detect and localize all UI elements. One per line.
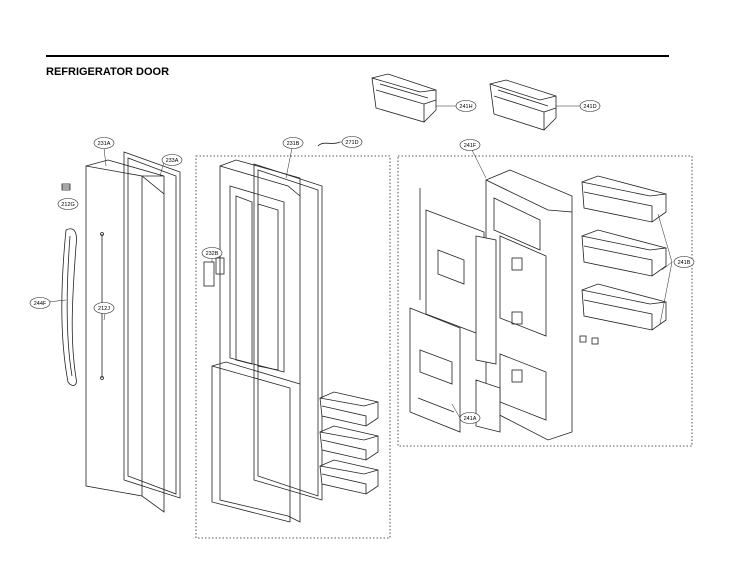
wire-271D [317, 141, 341, 147]
callout-241B: 241B [678, 260, 691, 266]
page-title: REFRIGERATOR DOOR [46, 66, 170, 78]
dispenser-part-232B [203, 257, 225, 287]
callout-212J: 212J [98, 306, 110, 312]
side-strip [475, 235, 501, 433]
callout-231A: 231A [98, 141, 111, 147]
door-bin-241B-3 [581, 283, 667, 331]
door-bin-small-2 [319, 425, 379, 461]
callout-241D: 241D [583, 104, 596, 110]
dispenser-panel [409, 307, 461, 433]
header-rule [46, 55, 669, 57]
callout-233A: 233A [166, 158, 179, 164]
door-bin-241B-1 [581, 175, 667, 223]
door-bin-small-1 [319, 391, 379, 427]
callout-212G: 212G [61, 202, 74, 208]
door-outer-231A [85, 159, 165, 513]
callout-244F: 244F [34, 301, 47, 307]
door-bin-small-3 [319, 459, 379, 495]
door-liner-241F [485, 169, 573, 441]
gasket-right-door [253, 163, 323, 501]
door-bin-241B-2 [581, 229, 667, 277]
callout-ovals [29, 100, 695, 424]
handle-244F [61, 228, 77, 386]
callout-271D: 271D [345, 140, 358, 146]
small-clips [579, 335, 599, 345]
callout-241F: 241F [464, 143, 477, 149]
door-bin-241H [371, 73, 437, 123]
assembly-box-241F [397, 155, 693, 447]
callout-241H: 241H [459, 104, 472, 110]
hinge-cap-212G [61, 183, 71, 191]
door-bin-241D [489, 79, 557, 131]
door-frame-231B [211, 159, 301, 523]
callout-labels: 231A 233A 212G 244F 212J 231B 271D 232B … [34, 104, 691, 422]
inner-panel [425, 209, 485, 337]
callout-241A: 241A [464, 416, 477, 422]
callout-232B: 232B [206, 251, 219, 257]
leader-lines [47, 105, 673, 419]
door-gasket-233A [123, 151, 181, 499]
assembly-box-231B [195, 155, 391, 539]
callout-231B: 231B [287, 141, 300, 147]
